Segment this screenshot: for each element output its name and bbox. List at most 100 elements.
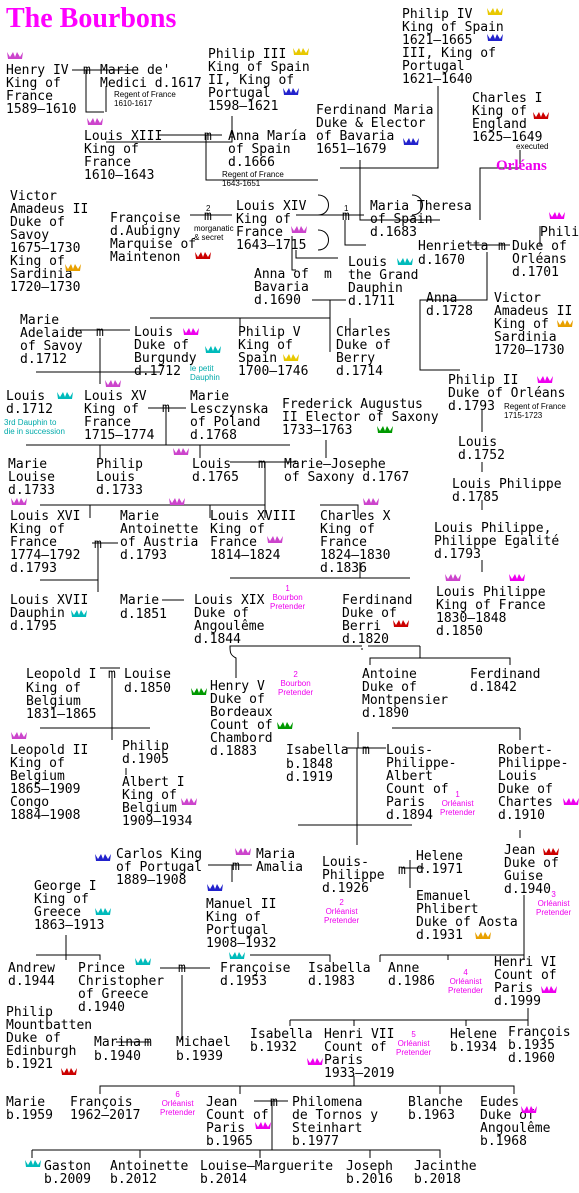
person-philip-1905: Philip d.1905 xyxy=(122,739,169,767)
person-marie-medici: Marie de' Medici d.1617 xyxy=(100,63,202,91)
person-andrew: Andrew d.1944 xyxy=(8,961,55,989)
crown-icon-henry-v-a xyxy=(191,688,207,695)
marriage-mark: m xyxy=(162,401,170,416)
crown-icon-philip-iii-a xyxy=(293,48,309,55)
crown-icon-albert-i xyxy=(181,798,197,805)
person-francois-1935: François b.1935 d.1960 xyxy=(508,1025,571,1066)
crown-icon-grand-dauphin xyxy=(397,258,413,265)
crown-icon-louis-xvi xyxy=(11,498,27,505)
person-eudes: Eudes Duke of Angoulême b.1968 xyxy=(480,1095,551,1149)
pretender-orleanist-4: 4 Orléanist Pretender xyxy=(448,968,484,995)
crown-icon-louis-1712 xyxy=(57,392,73,399)
note-executed: executed xyxy=(516,142,549,151)
marriage-mark: m xyxy=(96,325,104,340)
pretender-bourbon-2: 2 Bourbon Pretender xyxy=(278,670,314,697)
person-henrietta-death: d.1670 xyxy=(418,253,465,268)
person-philip-iv: Philip IV King of Spain 1621–1665 III, K… xyxy=(402,7,504,87)
person-louis-1765: Louis d.1765 xyxy=(192,457,239,485)
person-philip-i-duke: Duke of Orléans d.1701 xyxy=(512,239,567,280)
marriage-mark: m xyxy=(94,537,102,552)
marriage-mark: m xyxy=(270,1095,278,1110)
crown-icon-henry-v-b xyxy=(277,722,293,729)
marriage-mark: m xyxy=(324,267,332,282)
crown-icon-leopold-ii xyxy=(11,732,27,739)
person-antoinette: Antoinette b.2012 xyxy=(110,1159,189,1187)
crown-icon-victor-amadeus-b xyxy=(557,320,573,327)
crown-icon-marie-antoinette xyxy=(169,498,185,505)
person-louis-philippe-1785: Louis Philippe d.1785 xyxy=(452,477,562,505)
crown-icon-henri-vi xyxy=(541,986,557,993)
person-marie-antoinette: Marie Antoinette of Austria d.1793 xyxy=(120,509,199,563)
person-henrietta: Henrietta xyxy=(418,239,489,254)
marriage-mark: m xyxy=(83,63,91,78)
person-henri-vi: Henri VI Count of Paris d.1999 xyxy=(494,955,557,1009)
person-charles-x: Charles X King of France 1824–1830 d.183… xyxy=(320,509,391,576)
marriage-mark: m xyxy=(258,457,266,472)
person-jean-guise: Jean Duke of Guise d.1940 xyxy=(504,843,559,897)
crown-icon-philip-ii xyxy=(537,376,553,383)
crown-icon-louis-philippe-a xyxy=(445,574,461,581)
person-philip-ii-orleans: Philip II Duke of Orléans d.1793 xyxy=(448,373,566,414)
crown-icon-ferdinand-maria xyxy=(403,138,419,145)
crown-icon-henry-iv xyxy=(7,52,23,59)
person-frederick-augustus: Frederick Augustus II Elector of Saxony … xyxy=(282,397,439,438)
person-philip-v: Philip V King of Spain 1700–1746 xyxy=(238,325,309,379)
crown-icon-robert-philippe xyxy=(563,798,579,805)
person-michael: Michael xyxy=(176,1035,231,1050)
person-philippe-egalite: Louis Philippe, Philippe Egalité d.1793 xyxy=(434,521,560,562)
person-henry-v: Henry V Duke of Bordeaux Count of Chambo… xyxy=(210,679,273,759)
pretender-orleanist-1: 1 Orléanist Pretender xyxy=(440,790,476,817)
note-regent-1610: Regent of France 1610-1617 xyxy=(114,90,176,108)
crown-icon-louis-1765 xyxy=(173,448,189,455)
crown-icon-louis-burgundy-b xyxy=(205,346,221,353)
person-marina: Marina xyxy=(94,1035,141,1050)
page-title: The Bourbons xyxy=(6,3,177,34)
person-philip-i: Philip I xyxy=(540,225,579,240)
person-louis-xv: Louis XV King of France 1715–1774 xyxy=(84,389,155,443)
pretender-orleanist-5: 5 Orléanist Pretender xyxy=(396,1030,432,1057)
person-louis-xvii: Louis XVII Dauphin d.1795 xyxy=(10,593,89,634)
crown-icon-francoise xyxy=(195,252,211,259)
person-victor-amadeus-ii-b: Victor Amadeus II King of Sardinia 1720–… xyxy=(494,291,573,358)
crown-icon-philip-iii-b xyxy=(283,88,299,95)
person-ferdinand-maria: Ferdinand Maria Duke & Elector of Bavari… xyxy=(316,103,434,157)
pretender-orleanist-2: 2 Orléanist Pretender xyxy=(324,898,360,925)
person-philip-mountbatten: Philip Mountbatten Duke of Edinburgh b.1… xyxy=(6,1005,93,1072)
person-louis-xix: Louis XIX Duke of Angoulême d.1844 xyxy=(194,593,265,647)
marriage-mark: m xyxy=(108,667,116,682)
crown-icon-francoise-1953 xyxy=(229,952,245,959)
person-helene-1971: Helene d.1971 xyxy=(416,849,463,877)
person-louis-xiii: Louis XIII King of France 1610–1643 xyxy=(84,129,163,183)
person-louise-death: d.1850 xyxy=(124,681,171,696)
orleans-label: Orléans xyxy=(496,158,547,174)
person-ferdinand-berri: Ferdinand Duke of Berri d.1820 xyxy=(342,593,413,647)
marriage-mark: m xyxy=(144,1035,152,1050)
crown-icon-louis-philippe-b xyxy=(509,574,525,581)
crown-icon-louis-burgundy-a xyxy=(183,328,199,335)
note-regent-1715: Regent of France 1715-1723 xyxy=(504,402,566,420)
person-leopold-i-info: King of Belgium 1831–1865 xyxy=(26,681,97,722)
crown-icon-philip-iv-b xyxy=(487,34,503,41)
crown-icon-jean-paris xyxy=(255,1122,271,1129)
person-jean-paris: Jean Count of Paris b.1965 xyxy=(206,1095,269,1149)
crown-icon-jean-guise xyxy=(543,848,559,855)
person-marie-adelaide: Marie Adelaide of Savoy d.1712 xyxy=(20,313,83,367)
person-leopold-ii: Leopold II King of Belgium 1865–1909 Con… xyxy=(10,743,89,823)
marriage-mark: m xyxy=(178,961,186,976)
crown-icon-eudes xyxy=(521,1106,537,1113)
crown-icon-carlos xyxy=(95,854,111,861)
crown-icon-emanuel xyxy=(475,932,491,939)
crown-icon-prince-christopher xyxy=(135,958,151,965)
person-louis-philippe-1926: Louis- Philippe d.1926 xyxy=(322,855,385,896)
person-anna-bavaria: Anna of Bavaria d.1690 xyxy=(254,267,309,308)
person-louis-xviii: Louis XVIII King of France 1814–1824 xyxy=(210,509,297,563)
person-blanche: Blanche b.1963 xyxy=(408,1095,463,1123)
crown-icon-ferdinand-berri xyxy=(393,620,409,627)
person-prince-christopher: Prince Christopher of Greece d.1940 xyxy=(78,961,165,1015)
marriage-number-1: 1 xyxy=(344,204,349,213)
person-albert-i: Albert I King of Belgium 1909–1934 xyxy=(122,775,193,829)
pretender-orleanist-6: 6 Orléanist Pretender xyxy=(160,1090,196,1117)
person-louis-1752: Louis d.1752 xyxy=(458,435,505,463)
crown-icon-louis-xviii xyxy=(267,536,283,543)
